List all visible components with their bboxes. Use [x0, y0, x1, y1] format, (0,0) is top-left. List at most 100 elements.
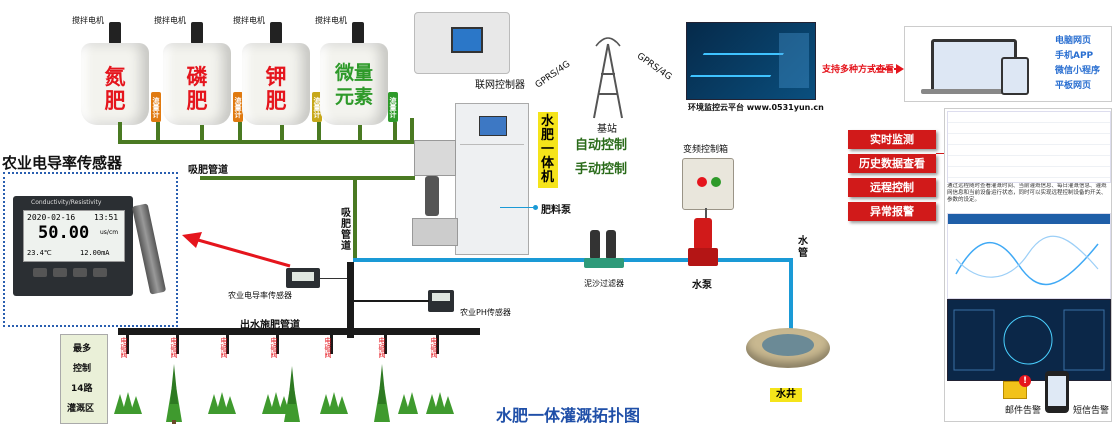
- mixer-label: 搅拌电机: [154, 16, 186, 25]
- pump-assembly: [410, 140, 458, 250]
- tank-label: 磷 肥: [186, 65, 208, 113]
- mixer-label: 搅拌电机: [72, 16, 104, 25]
- flowmeter: 流量计: [312, 92, 322, 122]
- base-station-label: 基站: [597, 124, 617, 135]
- tank-label: 氮 肥: [104, 65, 126, 113]
- plants-icon: [114, 364, 454, 424]
- water-pipe-label: 水管: [798, 236, 808, 259]
- solenoid-valve: 电磁阀: [220, 336, 228, 358]
- machine-screen: [479, 116, 507, 136]
- tank-nitrogen: 氮 肥: [81, 43, 149, 125]
- device-temp: 23.4℃: [27, 249, 52, 257]
- zone-box: 最多 控制 14路 灌溉区: [60, 334, 108, 424]
- vfd-control-box: [682, 158, 734, 210]
- well-label: 水井: [770, 388, 802, 402]
- dashboard-panel: 通过远程随时查看灌溉时间、当前灌溉信息、每日灌溉信息、灌溉网信息和当前设备运行状…: [944, 108, 1112, 422]
- vfd-label: 变频控制箱: [683, 145, 729, 155]
- fertigation-machine: [455, 103, 529, 255]
- ec-sensor-label: 农业电导率传感器: [228, 291, 292, 300]
- ec-sensor-box: [286, 268, 320, 288]
- device-current: 12.00mA: [80, 249, 110, 257]
- sensor-frame: Conductivity/Resistivity 2020-02-16 13:5…: [3, 172, 178, 327]
- mixer-motor-icon: [352, 22, 364, 44]
- machine-name-badge: 水肥一体机: [538, 112, 558, 188]
- support-label: 支持多种方式查看: [822, 65, 895, 75]
- access-item: 平板网页: [1055, 81, 1092, 91]
- solenoid-valve: 电磁阀: [120, 336, 128, 358]
- suction-pipe-vertical-label: 吸肥管道: [341, 208, 351, 252]
- auto-control-label: 自动控制: [575, 138, 628, 153]
- filter-label: 泥沙过滤器: [584, 279, 624, 288]
- feature-realtime: 实时监测: [848, 130, 936, 149]
- gprs-label-2: GPRS/4G: [634, 51, 674, 83]
- solenoid-valve: 电磁阀: [324, 336, 332, 358]
- device-date: 2020-02-16: [27, 213, 76, 222]
- device-screen: 2020-02-16 13:51 50.00 us/cm 23.4℃ 12.00…: [23, 210, 125, 262]
- zone-line: 14路: [71, 384, 93, 394]
- cloud-platform-label: 环境监控云平台 www.0531yun.cn: [688, 103, 824, 112]
- manual-control-label: 手动控制: [575, 162, 628, 177]
- tank-label: 微量 元素: [334, 62, 373, 108]
- flowmeter: 流量计: [151, 92, 161, 122]
- device-time: 13:51: [94, 213, 119, 222]
- sensor-title: 农业电导率传感器: [2, 154, 123, 172]
- sms-alarm-label: 短信告警: [1073, 406, 1110, 416]
- water-pump-label: 水泵: [692, 280, 712, 291]
- outlet-pipe-label: 出水施肥管道: [240, 320, 300, 331]
- access-item: 手机APP: [1055, 51, 1094, 61]
- access-panel: 电脑网页 手机APP 微信小程序 平板网页: [904, 26, 1112, 102]
- sand-filter: [584, 230, 624, 274]
- device-buttons: [33, 268, 113, 280]
- flowmeter: 流量计: [233, 92, 243, 122]
- ph-sensor-label: 农业PH传感器: [460, 308, 511, 317]
- sensor-probe: [131, 203, 167, 295]
- data-table-preview: [947, 111, 1111, 183]
- tank-phosphorus: 磷 肥: [163, 43, 231, 125]
- gprs-label-1: GPRS/4G: [533, 59, 573, 91]
- pump-bullet-icon: [533, 205, 538, 210]
- controller-screen: [451, 27, 483, 53]
- feature-desc: 通过远程随时查看灌溉时间、当前灌溉信息、每日灌溉信息、灌溉网信息和当前设备运行状…: [947, 183, 1107, 203]
- mixer-label: 搅拌电机: [233, 16, 265, 25]
- sensor-device: Conductivity/Resistivity 2020-02-16 13:5…: [13, 196, 133, 296]
- feature-history: 历史数据查看: [848, 154, 936, 173]
- phone-icon: [1045, 371, 1069, 413]
- email-alarm-label: 邮件告警: [1005, 406, 1042, 416]
- access-item: 微信小程序: [1055, 66, 1101, 76]
- flowmeter: 流量计: [388, 92, 398, 122]
- red-arrow-icon: [182, 232, 291, 268]
- zone-line: 控制: [73, 364, 92, 374]
- water-pump: [688, 218, 718, 270]
- alert-badge-icon: !: [1019, 375, 1031, 387]
- feature-remote: 远程控制: [848, 178, 936, 197]
- zone-line: 灌溉区: [67, 404, 95, 414]
- tablet-icon: [1001, 57, 1029, 95]
- water-well: [746, 318, 830, 374]
- tank-label: 钾 肥: [265, 65, 287, 113]
- network-controller-label: 联网控制器: [475, 80, 525, 91]
- arrow-right-icon: [870, 64, 904, 74]
- device-header: Conductivity/Resistivity: [31, 199, 102, 206]
- device-unit: us/cm: [100, 229, 119, 236]
- access-item: 电脑网页: [1055, 36, 1092, 46]
- mixer-motor-icon: [270, 22, 282, 44]
- base-station-icon: [593, 37, 623, 119]
- device-value: 50.00: [38, 223, 90, 243]
- ph-sensor-box: [428, 290, 454, 312]
- mixer-label: 搅拌电机: [315, 16, 347, 25]
- solenoid-valve: 电磁阀: [170, 336, 178, 358]
- suction-pipe-label: 吸肥管道: [188, 165, 228, 176]
- network-controller: [414, 12, 510, 74]
- solenoid-valve: 电磁阀: [378, 336, 386, 358]
- feature-alarm: 异常报警: [848, 202, 936, 221]
- dark-dashboard-preview: [947, 299, 1111, 381]
- cloud-platform-screen: [686, 22, 816, 100]
- mixer-motor-icon: [191, 22, 203, 44]
- tank-micronutrient: 微量 元素: [320, 43, 388, 125]
- chart-preview: [947, 213, 1111, 299]
- tank-potassium: 钾 肥: [242, 43, 310, 125]
- pump-label: 肥料泵: [541, 205, 571, 216]
- solenoid-valve: 电磁阀: [430, 336, 438, 358]
- solenoid-valve: 电磁阀: [270, 336, 278, 358]
- mixer-motor-icon: [109, 22, 121, 44]
